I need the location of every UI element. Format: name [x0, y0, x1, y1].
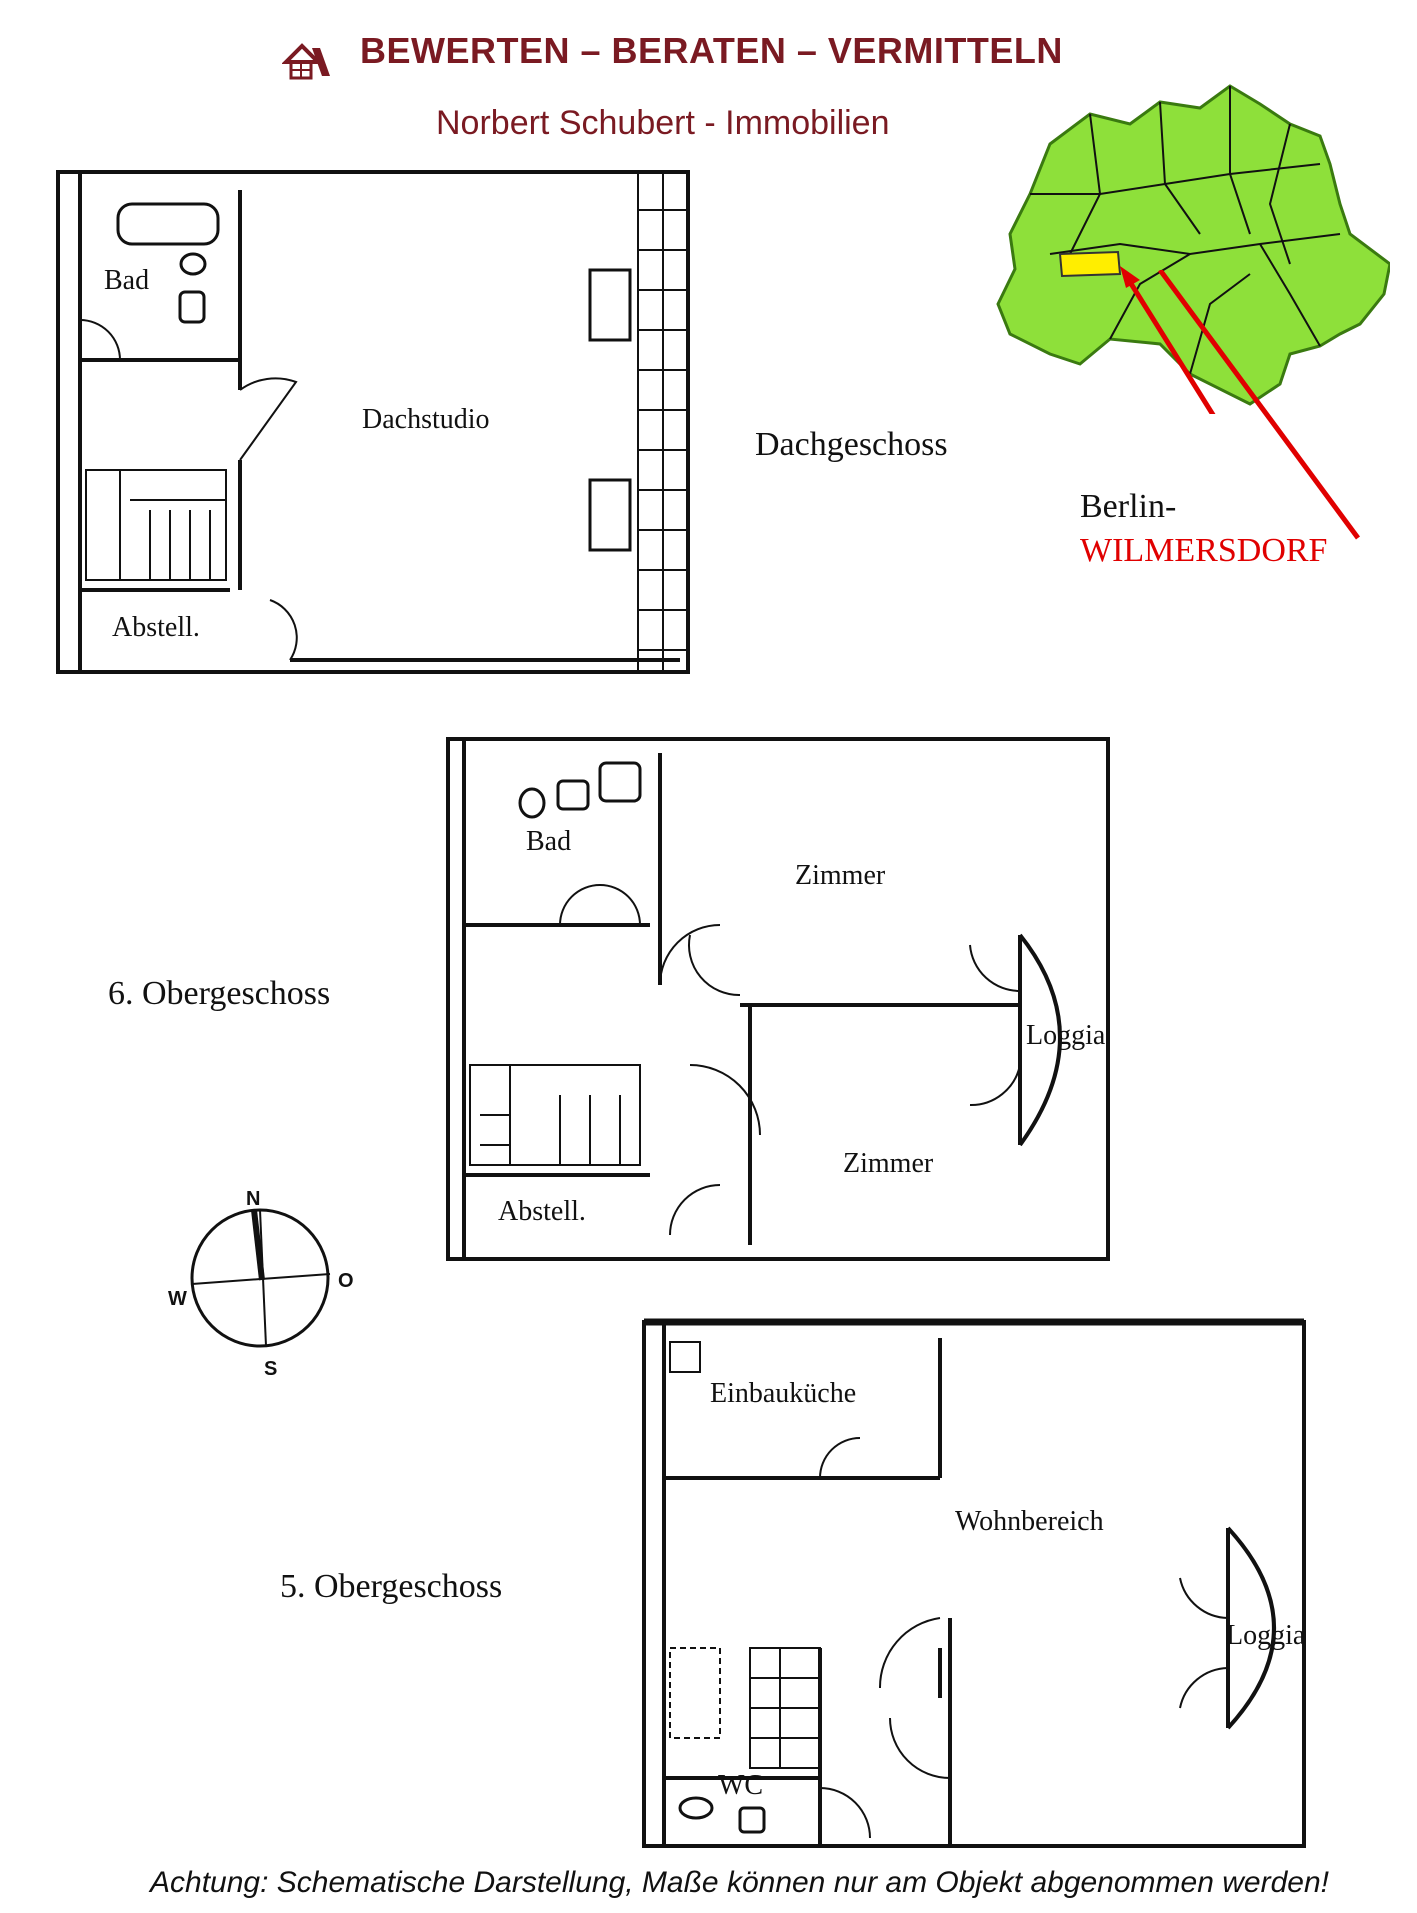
map-district-label: WILMERSDORF [1080, 532, 1328, 569]
room-label: Zimmer [795, 860, 886, 891]
compass-north: N [246, 1188, 261, 1210]
compass-south: S [264, 1358, 278, 1380]
room-label: Bad [526, 826, 572, 857]
floor-title: 5. Obergeschoss [280, 1568, 503, 1605]
room-label: Bad [104, 265, 150, 296]
room-label: Loggia [1226, 1620, 1306, 1651]
room-label: Loggia [1026, 1020, 1106, 1051]
room-label: WC [718, 1770, 764, 1801]
wilmersdorf-highlight [1058, 250, 1122, 278]
room-label: Abstell. [498, 1196, 586, 1227]
floorplan-5og [642, 1318, 1306, 1848]
floorplan-dachgeschoss [56, 170, 690, 674]
house-logo-icon [282, 43, 330, 80]
map-arrow [1122, 272, 1216, 414]
disclaimer: Achtung: Schematische Darstellung, Maße … [150, 1866, 1329, 1899]
map-city-label: Berlin- [1080, 488, 1177, 525]
compass-east: O [338, 1270, 354, 1292]
room-label: Abstell. [112, 612, 200, 643]
room-label: Wohnbereich [955, 1506, 1104, 1537]
room-label: Zimmer [843, 1148, 934, 1179]
floor-title: 6. Obergeschoss [108, 975, 331, 1012]
compass-west: W [168, 1288, 187, 1310]
header-company: Norbert Schubert - Immobilien [436, 104, 890, 142]
floorplan-6og [446, 737, 1110, 1261]
header-tagline: BEWERTEN – BERATEN – VERMITTELN [360, 30, 1063, 71]
compass-icon [190, 1208, 331, 1348]
room-label: Dachstudio [362, 404, 490, 435]
room-label: Einbauküche [710, 1378, 857, 1409]
berlin-map [996, 84, 1390, 414]
floor-title: Dachgeschoss [755, 426, 948, 463]
map-arrow-tail [1157, 270, 1360, 540]
